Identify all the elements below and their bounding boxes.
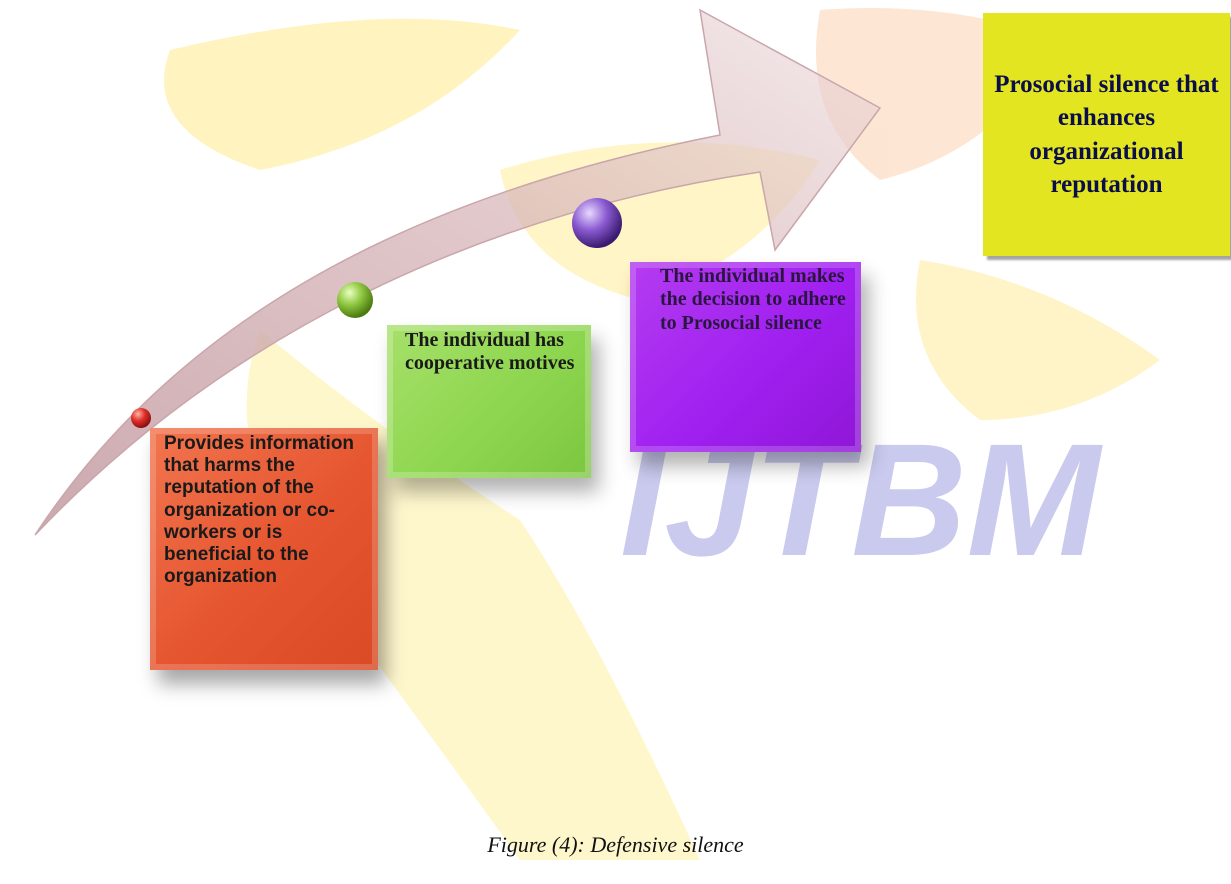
step-3-text: The individual makes the decision to adh… [660,265,846,334]
step-box-3: The individual makes the decision to adh… [630,262,861,452]
progress-arrow [34,8,882,536]
outcome-box: Prosocial silence that enhances organiza… [983,13,1230,256]
step-2-text: The individual has cooperative motives [405,329,575,375]
milestone-purple-ball [572,198,622,248]
step-box-2: The individual has cooperative motives [387,325,591,478]
outcome-text: Prosocial silence that enhances organiza… [994,71,1219,198]
step-1-text: Provides information that harms the repu… [164,433,355,588]
figure-caption: Figure (4): Defensive silence [487,832,744,857]
milestone-red-ball [131,408,151,428]
milestone-green-ball [337,282,373,318]
step-box-1: Provides information that harms the repu… [150,428,378,670]
